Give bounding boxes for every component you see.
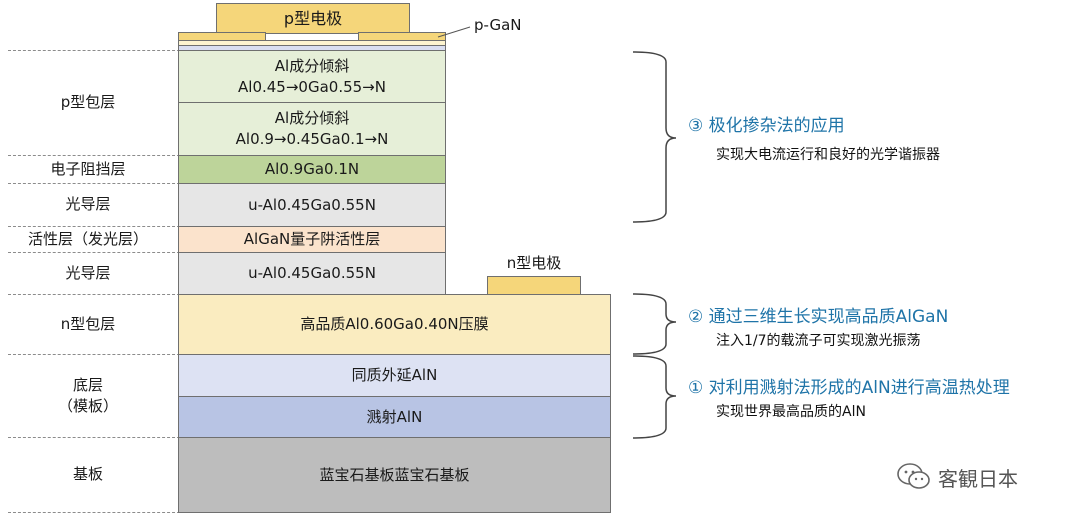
annotation-2-sub: 注入1/7的载流子可实现激光振荡 [716, 333, 921, 349]
label-template-line2: （模板） [57, 396, 118, 415]
divider-active-top [8, 226, 180, 227]
label-substrate: 基板 [72, 465, 103, 483]
annotation-3-title: ③ 极化掺杂法的应用 [688, 116, 845, 136]
p-cladding-lower-line2: Al0.9→0.45Ga0.1→N [235, 130, 389, 148]
p-cladding-upper-line1: Al成分倾斜 [274, 56, 350, 75]
divider-ncladding-top [8, 294, 180, 295]
guide-lower-layer: u-Al0.45Ga0.55N [178, 252, 446, 295]
label-p-cladding: p型包层 [60, 93, 116, 111]
label-ebl: 电子阻挡层 [50, 159, 126, 178]
ebl-layer: Al0.9Ga0.1N [178, 155, 446, 184]
p-gan-label: p-GaN [474, 16, 522, 34]
guide-upper-layer: u-Al0.45Ga0.55N [178, 183, 446, 227]
label-n-cladding: n型包层 [60, 314, 116, 333]
p-cladding-upper: Al成分倾斜 Al0.45→0Ga0.55→N [178, 50, 446, 103]
p-cladding-lower: Al成分倾斜 Al0.9→0.45Ga0.1→N [178, 102, 446, 156]
homoepi-aln-layer: 同质外延AlN [178, 354, 611, 397]
label-active: 活性层（发光层） [27, 229, 148, 248]
p-cladding-lower-line1: Al成分倾斜 [274, 109, 350, 127]
active-layer: AlGaN量子阱活性层 [178, 226, 446, 253]
annotation-3-sub: 实现大电流运行和良好的光学谐振器 [716, 147, 940, 163]
divider-active-bottom [8, 252, 180, 253]
divider-ebl-top [8, 155, 180, 156]
watermark: 客観日本 [896, 462, 1018, 492]
divider-bottom [8, 512, 180, 513]
substrate-layer: 蓝宝石基板蓝宝石基板 [178, 437, 611, 513]
divider-top [8, 50, 180, 51]
divider-substrate-top [8, 437, 180, 438]
divider-guide-top [8, 183, 180, 184]
p-electrode: p型电极 [216, 3, 410, 34]
n-cladding-layer: 高品质Al0.60Ga0.40N压膜 [178, 294, 611, 355]
divider-template-top [8, 354, 180, 355]
annotation-1-sub: 实现世界最高品质的AlN [716, 404, 866, 420]
annotation-2-title: ② 通过三维生长实现高品质AlGaN [688, 307, 949, 327]
label-template: 底层 （模板） [8, 354, 168, 437]
label-guide-upper: 光导层 [65, 195, 111, 213]
n-electrode [487, 276, 581, 295]
annotation-1-title: ① 对利用溅射法形成的AlN进行高温热处理 [688, 378, 1010, 398]
p-cladding-upper-line2: Al0.45→0Ga0.55→N [238, 77, 386, 96]
sputter-aln-layer: 溅射AlN [178, 396, 611, 438]
n-electrode-label: n型电极 [506, 254, 562, 272]
wechat-icon [897, 463, 930, 489]
label-template-line1: 底层 [72, 375, 103, 394]
watermark-text: 客観日本 [938, 466, 1018, 491]
label-guide-lower: 光导层 [65, 263, 111, 282]
